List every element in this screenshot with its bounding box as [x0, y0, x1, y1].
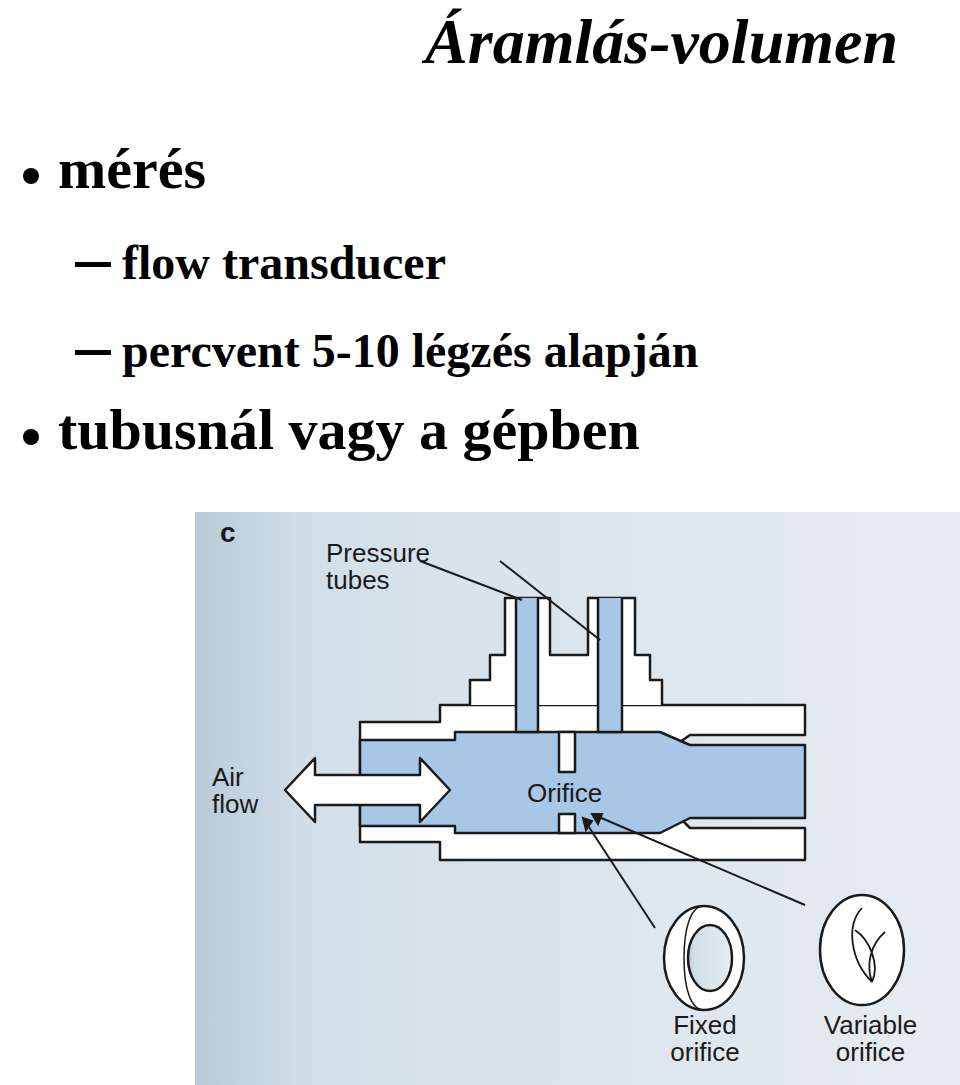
- sub-bullet-text: percvent 5-10 légzés alapján: [122, 326, 698, 376]
- panel-letter: c: [220, 518, 236, 547]
- sub-bullet-text: flow transducer: [122, 238, 446, 288]
- leader-lines: [420, 561, 805, 928]
- dash: [75, 262, 111, 267]
- dash: [75, 350, 111, 355]
- bullet: [23, 429, 39, 445]
- bullet-text: tubusnál vagy a gépben: [58, 400, 640, 461]
- bullet-text: mérés: [58, 139, 206, 200]
- slide-title: Áramlás-volumen: [425, 8, 898, 75]
- scan-ground: [195, 512, 960, 1085]
- part-label: Variable orifice: [808, 1012, 933, 1067]
- flow-transducer: [285, 598, 904, 1010]
- bullet: [23, 168, 39, 184]
- part-label: Fixed orifice: [650, 1012, 760, 1067]
- part-label: Pressure tubes: [326, 540, 446, 595]
- part-label: Air flow: [212, 764, 282, 819]
- part-label: Orifice: [525, 778, 604, 809]
